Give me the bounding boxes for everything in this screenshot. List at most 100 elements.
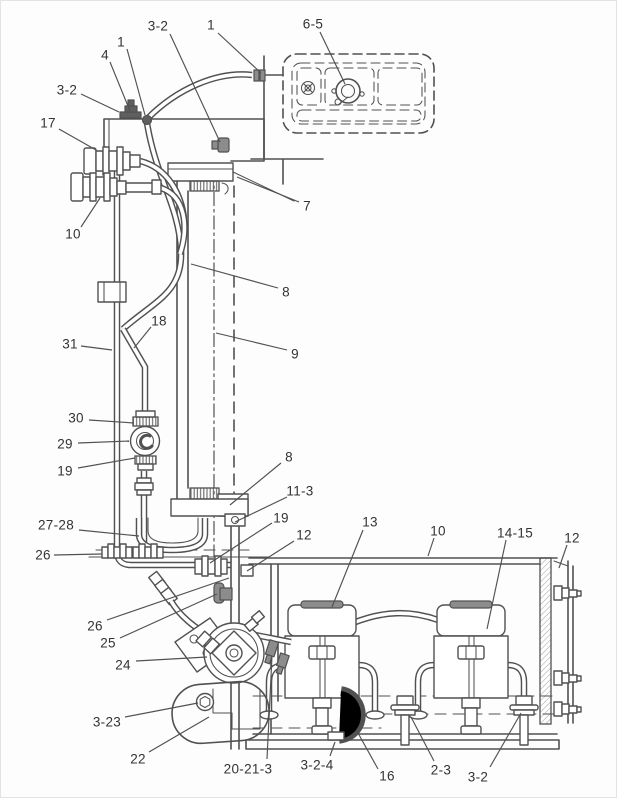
quick-couplers xyxy=(70,146,162,202)
hose-coupling-19 xyxy=(194,555,228,577)
leader-line xyxy=(331,529,364,608)
callout-label: 3-2 xyxy=(57,83,77,98)
leader-line xyxy=(357,732,379,770)
callout-label: 10 xyxy=(65,227,81,242)
leader-line xyxy=(119,593,218,639)
callout-label: 12 xyxy=(296,528,312,543)
plate-bolt xyxy=(219,587,233,601)
leader-line xyxy=(558,544,568,569)
leader-line xyxy=(169,33,221,143)
callout-label: 3-23 xyxy=(93,715,121,730)
sender-fitting-3-2 xyxy=(211,137,230,153)
callout-label: 20-21-3 xyxy=(224,762,273,777)
harness-union xyxy=(253,69,260,82)
leader-line xyxy=(229,462,282,506)
leader-line xyxy=(266,655,273,760)
leader-line xyxy=(133,326,152,349)
leader-line xyxy=(489,712,522,768)
callout-label: 8 xyxy=(282,285,290,300)
callout-label: 7 xyxy=(303,199,311,214)
bolt-2-3 xyxy=(390,695,420,746)
callout-label: 11-3 xyxy=(286,484,313,499)
pipe-18 xyxy=(121,328,147,413)
callout-label: 26 xyxy=(35,548,51,563)
leader-line xyxy=(77,457,136,469)
leader-line xyxy=(329,741,336,757)
callout-label: 26 xyxy=(87,619,103,634)
leader-line xyxy=(486,539,507,630)
base-tab-3-2-4 xyxy=(327,731,345,741)
callout-label: 6-5 xyxy=(303,17,323,32)
callout-label: 30 xyxy=(68,411,84,426)
leader-line xyxy=(209,522,273,564)
callout-label: 16 xyxy=(379,769,395,784)
callout-label: 31 xyxy=(62,337,78,352)
leader-line xyxy=(77,440,130,444)
bolt-3-2 xyxy=(509,695,539,746)
callout-label: 4 xyxy=(101,48,109,63)
heater-switch-icon xyxy=(331,78,365,106)
end-plate-bolts xyxy=(553,585,582,717)
leader-line xyxy=(126,48,146,116)
u-tube xyxy=(137,518,207,552)
upper-bracket xyxy=(103,99,265,162)
leader-line xyxy=(124,702,199,718)
cylinder-flange xyxy=(170,498,249,517)
callout-label: 12 xyxy=(564,531,580,546)
leader-line xyxy=(88,419,135,424)
callout-label: 29 xyxy=(57,437,73,452)
callout-label: 3-2-4 xyxy=(300,758,333,773)
leader-line xyxy=(217,32,262,74)
callout-label: 25 xyxy=(100,636,116,651)
leader-line xyxy=(410,716,435,762)
leader-line xyxy=(319,31,346,85)
callout-label: 3-2 xyxy=(148,19,168,34)
leader-line xyxy=(148,716,210,753)
leader-line xyxy=(190,263,279,289)
leader-line xyxy=(80,93,120,113)
pipe-18 xyxy=(120,327,149,413)
control-panel xyxy=(282,53,435,134)
leader-line xyxy=(109,61,131,112)
small-gauge-icon xyxy=(300,80,316,96)
hold-down-bolts xyxy=(390,695,539,746)
cylinder-cap xyxy=(167,162,234,182)
callout-label: 13 xyxy=(362,515,378,530)
leader-line xyxy=(58,128,97,151)
callout-label: 27-28 xyxy=(38,518,74,533)
tank-end-wall xyxy=(539,557,552,725)
hex-plug-3-23 xyxy=(195,692,215,712)
leader-line xyxy=(78,529,140,537)
callout-label: 8 xyxy=(285,450,293,465)
leader-line xyxy=(80,197,101,228)
leader-line xyxy=(246,540,295,572)
vertical-cylinder xyxy=(167,162,249,558)
leader-line xyxy=(234,496,288,523)
callout-label: 19 xyxy=(57,464,73,479)
mounting-plate xyxy=(213,513,254,750)
callout-label: 2-3 xyxy=(431,763,451,778)
shutoff-valve xyxy=(129,410,161,496)
pipe-clamp xyxy=(97,281,127,303)
return-fittings xyxy=(88,517,270,640)
leader-line xyxy=(106,577,230,621)
pump-motor-1 xyxy=(259,600,385,744)
callout-label: 22 xyxy=(130,752,146,767)
cross-hose xyxy=(352,611,439,625)
hose-loop-16 xyxy=(339,691,361,739)
hose-a xyxy=(120,122,185,332)
pump-motor-2 xyxy=(408,600,528,735)
callout-label: 10 xyxy=(430,524,446,539)
panel-mount-frame xyxy=(145,55,324,202)
leader-line xyxy=(135,656,208,662)
callout-label: 9 xyxy=(291,347,299,362)
breather-bolt xyxy=(119,99,142,119)
stud-bolts-20-21-3 xyxy=(264,639,280,665)
hose-junction xyxy=(141,114,153,126)
callout-label: 17 xyxy=(40,116,56,131)
callout-label: 3-2 xyxy=(468,770,488,785)
pump-motors xyxy=(259,600,528,744)
